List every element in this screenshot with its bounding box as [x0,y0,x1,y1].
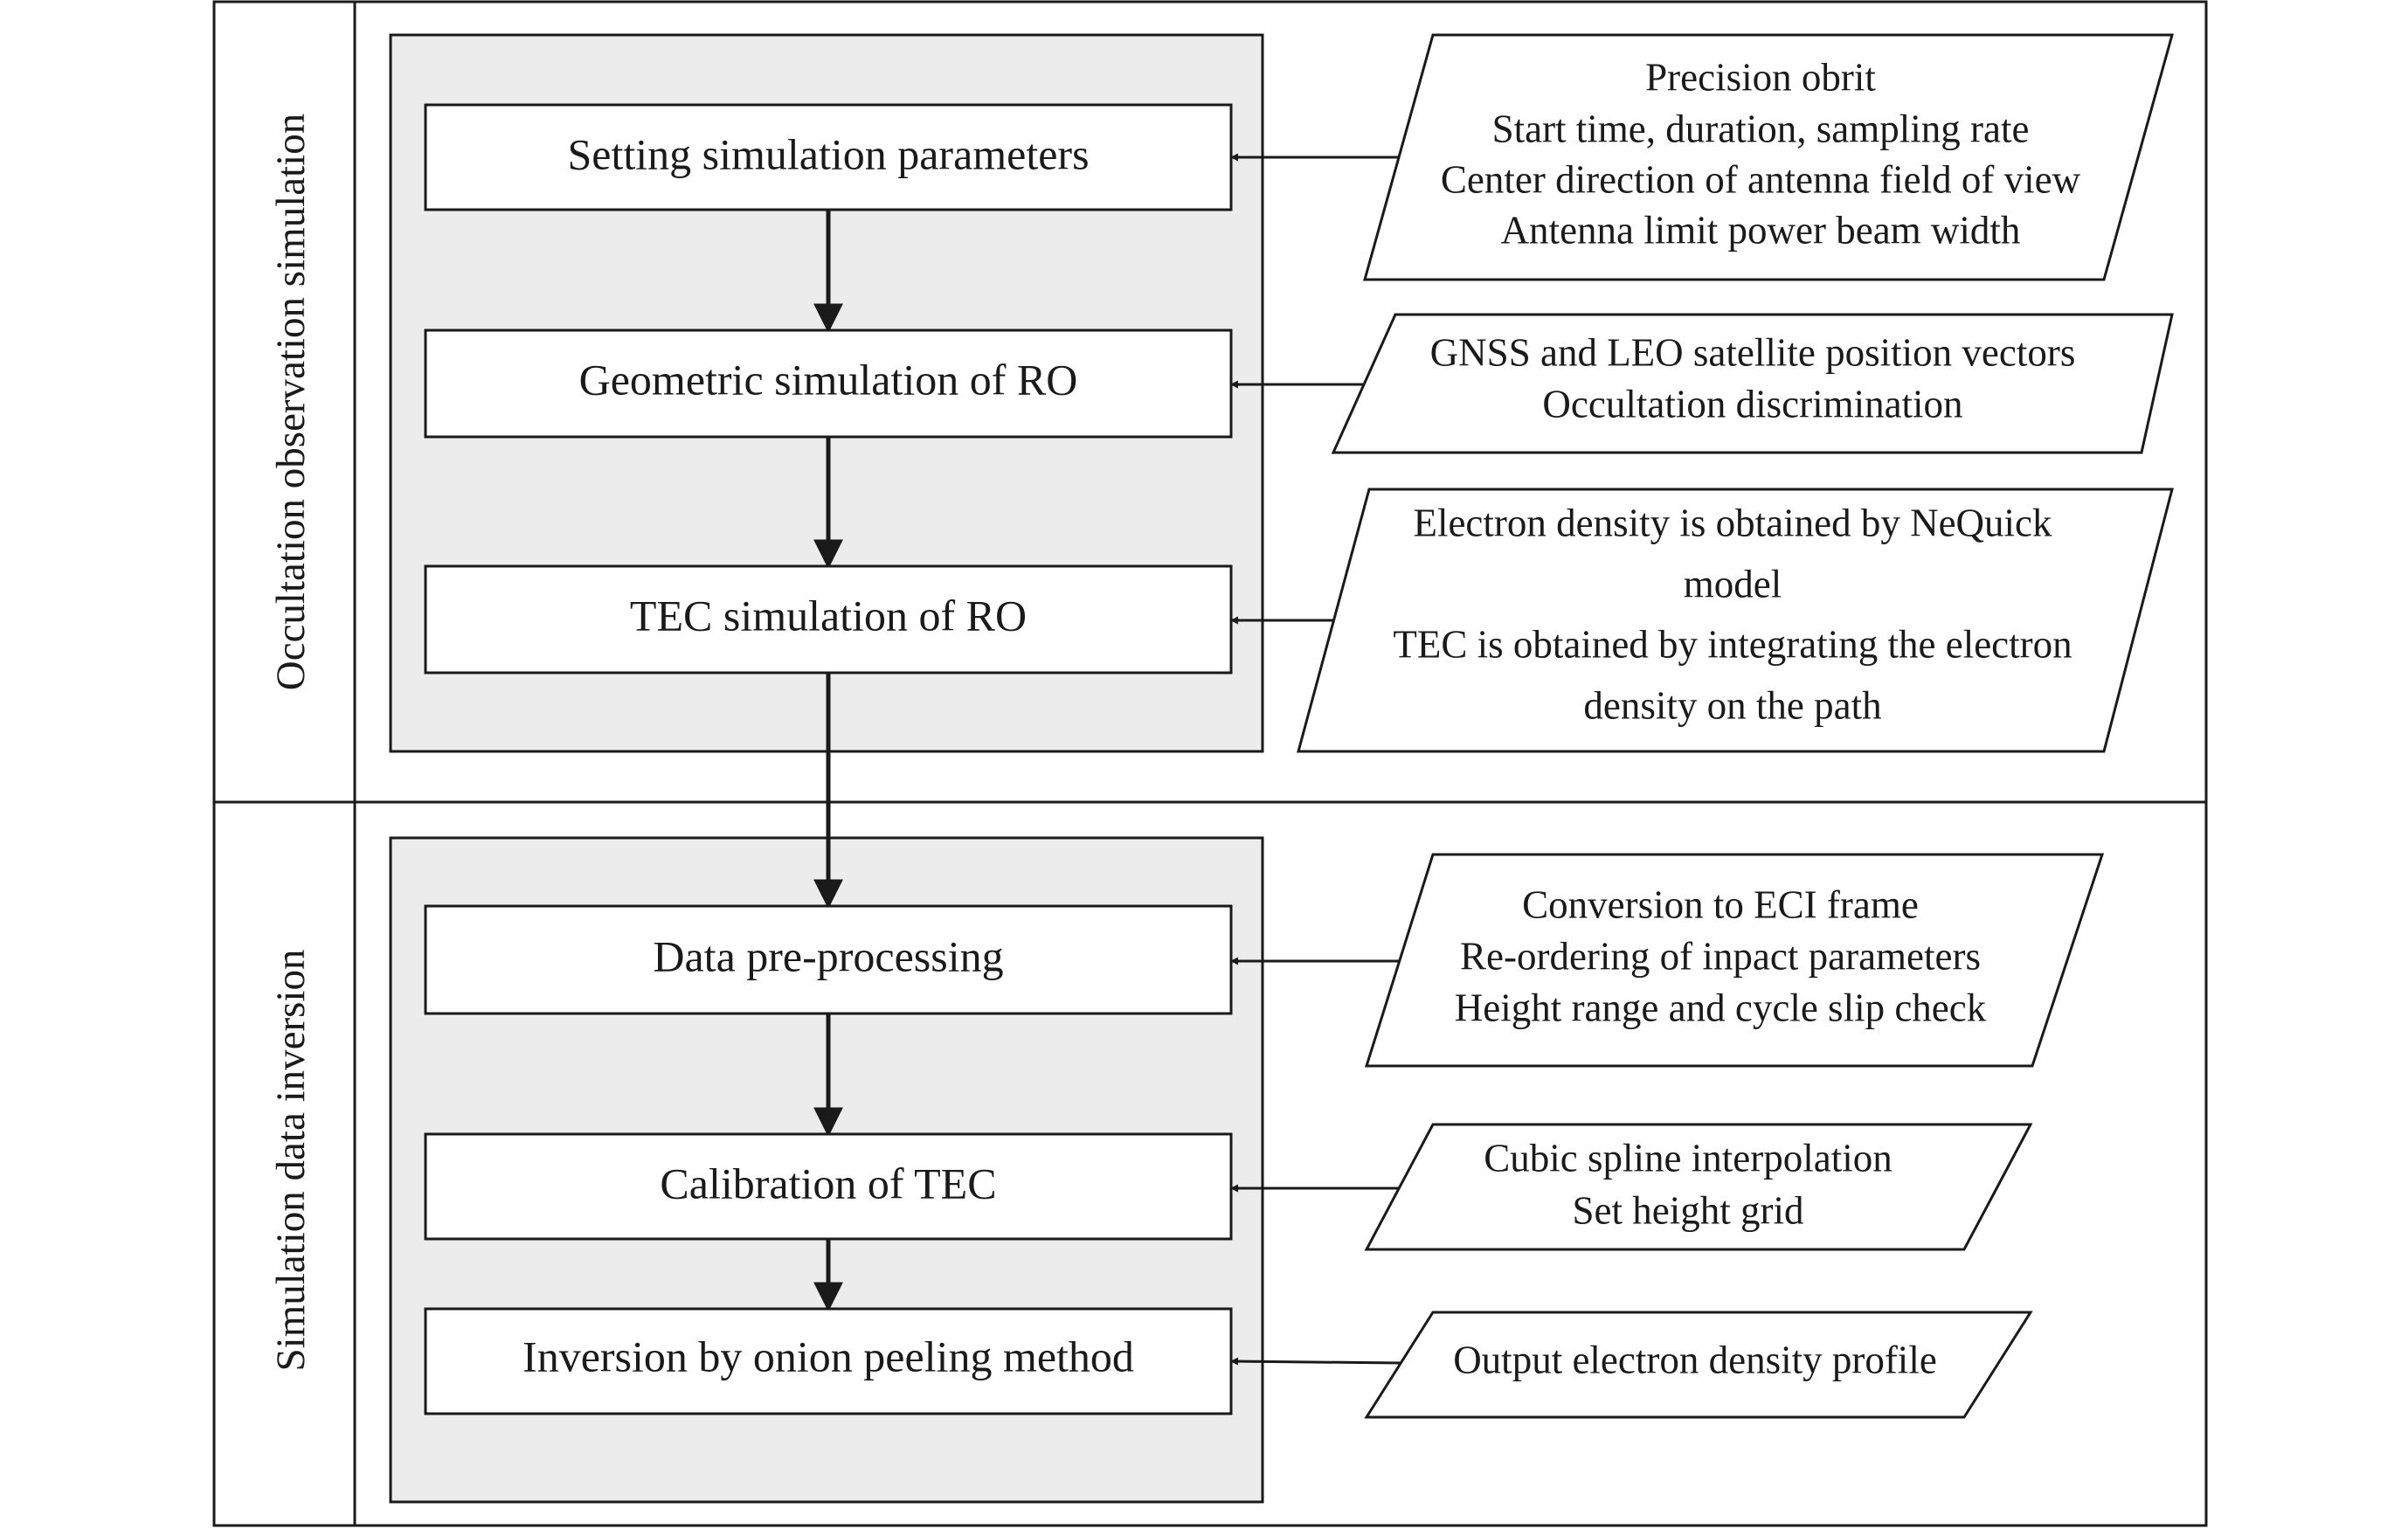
input-text-line: density on the path [1583,683,1881,727]
input-inversion: Output electron density profile [1364,1311,2033,1419]
input-text-line: Precision obrit [1645,55,1876,99]
process-step-inversion: Inversion by onion peeling method [424,1307,1233,1415]
outer-frame [212,0,2208,1527]
input-text-line: Height range and cycle slip check [1455,986,1987,1029]
input-text-line: TEC is obtained by integrating the elect… [1393,622,2072,666]
input-text-line: GNSS and LEO satellite position vectors [1430,330,2076,374]
input-tec: Electron density is obtained by NeQuick … [1297,488,2174,753]
process-step-preprocessing: Data pre-processing [424,904,1233,1015]
input-setting: Precision obrit Start time, duration, sa… [1363,33,2174,281]
process-step-setting: Setting simulation parameters [424,103,1233,211]
section-label-simulation: Occultation observation simulation [268,114,314,690]
process-step-label: Geometric simulation of RO [579,355,1078,404]
input-text-line: Set height grid [1573,1188,1804,1232]
input-calibration: Cubic spline interpolation Set height gr… [1364,1123,2033,1251]
process-step-calibration: Calibration of TEC [424,1132,1233,1241]
input-text-line: model [1684,562,1782,605]
input-text-line: Antenna limit power beam width [1501,208,2021,252]
input-text-line: Occultation discrimination [1542,382,1962,425]
process-step-geometric: Geometric simulation of RO [424,329,1233,439]
section-simulation-label: Occultation observation simulation [268,114,314,690]
input-text-line: Output electron density profile [1453,1338,1937,1381]
input-text-line: Re-ordering of inpact parameters [1460,934,1981,978]
input-arrows [1230,153,1403,1366]
input-preprocessing: Conversion to ECI frame Re-ordering of i… [1364,853,2105,1068]
process-step-label: Setting simulation parameters [567,129,1089,178]
process-step-label: TEC simulation of RO [630,591,1027,640]
input-text-line: Cubic spline interpolation [1484,1136,1892,1180]
section-label-inversion: Simulation data inversion [268,950,314,1372]
input-geometric: GNSS and LEO satellite position vectors … [1331,313,2174,454]
input-text-line: Electron density is obtained by NeQuick [1413,501,2052,544]
input-text-line: Center direction of antenna field of vie… [1441,157,2081,201]
process-step-label: Calibration of TEC [660,1159,996,1207]
input-text-line: Conversion to ECI frame [1522,882,1919,926]
arrow-input-inversion [1230,1357,1402,1366]
process-step-tec: TEC simulation of RO [424,564,1233,675]
process-step-label: Data pre-processing [653,931,1003,980]
section-inversion-label: Simulation data inversion [268,950,314,1372]
process-step-label: Inversion by onion peeling method [522,1332,1134,1380]
input-text-line: Start time, duration, sampling rate [1492,107,2030,150]
